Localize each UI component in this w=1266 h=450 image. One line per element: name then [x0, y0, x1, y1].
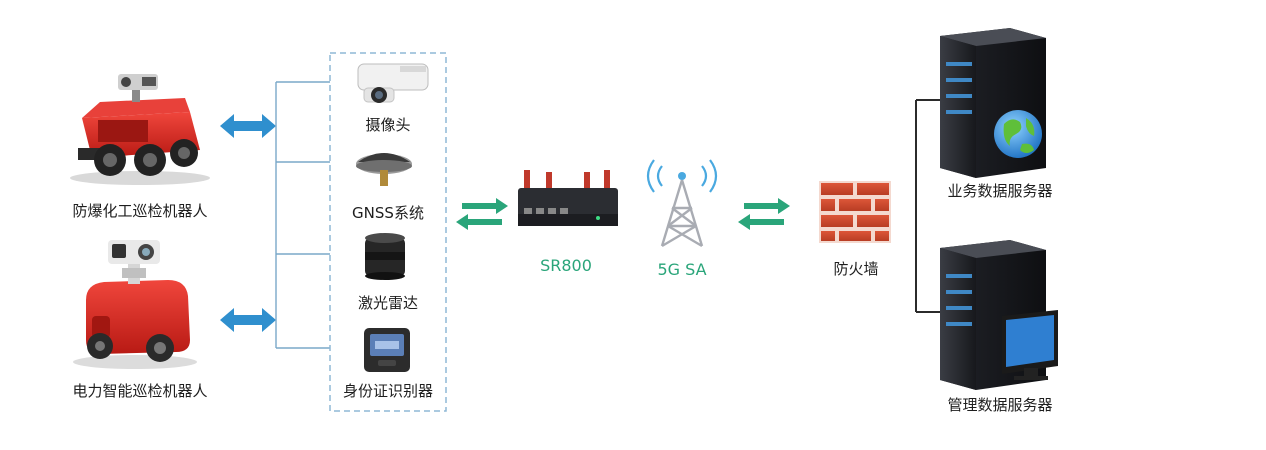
network-firewall-arrows — [738, 198, 790, 230]
lidar-icon — [365, 233, 405, 280]
gnss-antenna-icon — [356, 153, 412, 186]
lidar-label: 激光雷达 — [357, 294, 419, 312]
management-server-label: 管理数据服务器 — [947, 396, 1053, 414]
power-robot-label: 电力智能巡检机器人 — [72, 382, 208, 400]
firewall-label: 防火墙 — [833, 260, 879, 278]
camera-icon — [357, 63, 429, 103]
sensor-group-box — [329, 52, 447, 412]
camera-label: 摄像头 — [365, 116, 411, 134]
business-server-icon — [940, 28, 1046, 178]
sensor-router-arrows — [456, 198, 508, 230]
explosion-proof-robot-label: 防爆化工巡检机器人 — [72, 202, 208, 220]
firewall-icon — [819, 181, 891, 243]
management-server-icon — [940, 240, 1058, 390]
robot-top-double-arrow — [220, 114, 276, 138]
id-card-reader-icon — [364, 328, 410, 372]
server-link-lines — [915, 99, 940, 313]
router-sr800-icon — [518, 170, 618, 226]
explosion-proof-robot-icon — [70, 74, 210, 185]
business-server-label: 业务数据服务器 — [947, 182, 1053, 200]
sensor-bus-lines — [275, 81, 330, 349]
gnss-label: GNSS系统 — [352, 204, 424, 222]
router-label: SR800 — [540, 256, 592, 275]
robot-bottom-double-arrow — [220, 308, 276, 332]
power-inspection-robot-icon — [73, 240, 197, 369]
network-label: 5G SA — [657, 260, 707, 279]
5g-tower-icon — [646, 159, 718, 248]
id-reader-label: 身份证识别器 — [342, 382, 434, 400]
